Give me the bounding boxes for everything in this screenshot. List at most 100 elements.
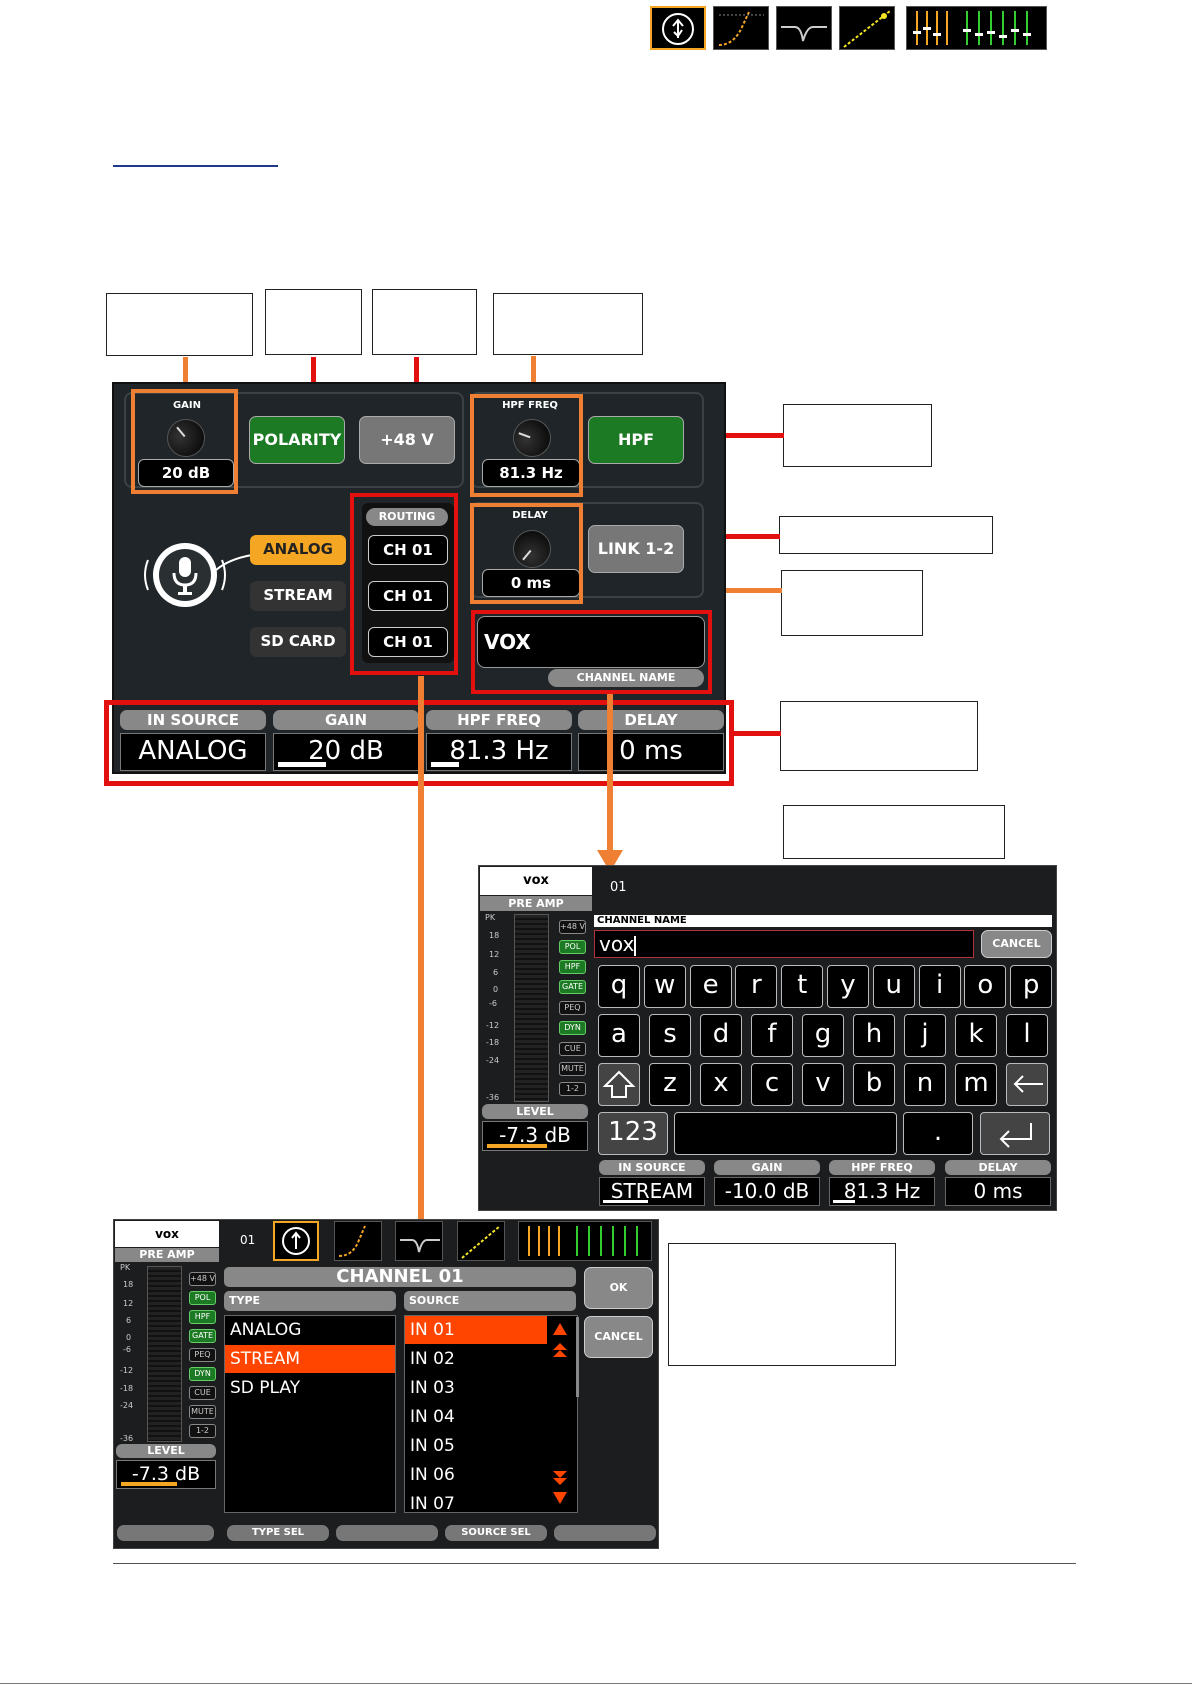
- kb-key-p[interactable]: p: [1010, 965, 1053, 1008]
- kb-bottom-gain[interactable]: GAIN-10.0 dB: [714, 1160, 820, 1206]
- source-analog-button[interactable]: ANALOG: [250, 535, 346, 565]
- callout-gain: [106, 293, 253, 356]
- src-meter-scale-9: -36: [120, 1434, 134, 1443]
- src-input-6[interactable]: IN 06: [410, 1465, 455, 1485]
- kb-key-backspace[interactable]: [1006, 1063, 1048, 1106]
- kb-key-t[interactable]: t: [781, 965, 824, 1008]
- src-chip-pol: POL: [189, 1291, 216, 1305]
- src-tab-eq[interactable]: [395, 1221, 443, 1261]
- src-input-2[interactable]: IN 02: [410, 1349, 455, 1369]
- kb-tab-eq[interactable]: [776, 6, 832, 50]
- kb-cancel-button[interactable]: CANCEL: [981, 930, 1052, 958]
- source-stream-button[interactable]: STREAM: [250, 581, 346, 611]
- route-button-2[interactable]: CH 01: [368, 581, 448, 611]
- src-meter-scale-7: -18: [120, 1384, 134, 1393]
- src-tab-hpf[interactable]: [334, 1221, 382, 1261]
- kb-key-a[interactable]: a: [598, 1014, 640, 1057]
- source-sdcard-button[interactable]: SD CARD: [250, 627, 346, 657]
- src-cancel-button[interactable]: CANCEL: [584, 1316, 653, 1358]
- kb-key-z[interactable]: z: [649, 1063, 691, 1106]
- kb-meter-scale-9: -36: [486, 1093, 500, 1102]
- route-button-1[interactable]: CH 01: [368, 535, 448, 565]
- src-ok-button[interactable]: OK: [584, 1267, 653, 1309]
- src-input-1[interactable]: IN 01: [405, 1316, 547, 1344]
- src-chip-48v: +48 V: [189, 1272, 216, 1286]
- kb-key-o[interactable]: o: [964, 965, 1007, 1008]
- kb-key-r[interactable]: r: [735, 965, 778, 1008]
- kb-key-k[interactable]: k: [955, 1014, 997, 1057]
- kb-key-i[interactable]: i: [918, 965, 961, 1008]
- kb-key-x[interactable]: x: [700, 1063, 742, 1106]
- dynamics-curve-icon: [843, 10, 891, 48]
- kb-key-enter[interactable]: [980, 1112, 1050, 1155]
- kb-key-c[interactable]: c: [751, 1063, 793, 1106]
- page-down-icon[interactable]: [552, 1470, 568, 1486]
- link-button[interactable]: LINK 1-2: [588, 525, 684, 573]
- kb-key-f[interactable]: f: [751, 1014, 793, 1057]
- src-input-7[interactable]: IN 07: [410, 1494, 455, 1512]
- src-tab-usb[interactable]: [273, 1221, 319, 1261]
- page-up-icon[interactable]: [552, 1342, 568, 1358]
- src-channel-num: 01: [240, 1233, 256, 1247]
- channel-name-field[interactable]: VOX: [477, 616, 705, 668]
- gain-label: GAIN: [172, 400, 202, 411]
- kb-key-s[interactable]: s: [649, 1014, 691, 1057]
- kb-meter-scale-8: -24: [486, 1056, 500, 1065]
- kb-key-h[interactable]: h: [853, 1014, 895, 1057]
- src-source-sel-button[interactable]: SOURCE SEL: [445, 1525, 547, 1541]
- polarity-button[interactable]: POLARITY: [249, 416, 345, 464]
- kb-key-y[interactable]: y: [827, 965, 869, 1008]
- src-input-3[interactable]: IN 03: [410, 1378, 455, 1398]
- kb-key-j[interactable]: j: [904, 1014, 946, 1057]
- kb-key-b[interactable]: b: [853, 1063, 895, 1106]
- kb-key-m[interactable]: m: [955, 1063, 997, 1106]
- kb-chip-48v: +48 V: [559, 920, 586, 934]
- src-tab-mix[interactable]: [518, 1221, 652, 1261]
- kb-tab-mix[interactable]: [906, 6, 1047, 50]
- kb-tab-usb[interactable]: [650, 6, 706, 50]
- route-button-3[interactable]: CH 01: [368, 627, 448, 657]
- src-input-4[interactable]: IN 04: [410, 1407, 455, 1427]
- kb-key-shift[interactable]: [598, 1063, 640, 1106]
- kb-key-w[interactable]: w: [643, 965, 686, 1008]
- kb-key-v[interactable]: v: [802, 1063, 844, 1106]
- eq-curve-icon: [781, 26, 827, 42]
- src-scrollbar[interactable]: [576, 1317, 579, 1397]
- kb-key-q[interactable]: q: [598, 965, 640, 1008]
- src-type-stream[interactable]: STREAM: [225, 1345, 395, 1373]
- src-chip-cue: CUE: [189, 1386, 216, 1400]
- kb-key-123[interactable]: 123: [598, 1112, 668, 1155]
- src-type-sel-button[interactable]: TYPE SEL: [227, 1525, 329, 1541]
- scroll-up-icon[interactable]: [552, 1322, 568, 1336]
- src-type-sdplay[interactable]: SD PLAY: [230, 1378, 301, 1398]
- kb-key-g[interactable]: g: [802, 1014, 844, 1057]
- src-type-analog[interactable]: ANALOG: [230, 1320, 302, 1340]
- src-tab-dyn[interactable]: [457, 1221, 505, 1261]
- phantom-power-button[interactable]: +48 V: [359, 416, 455, 464]
- kb-key-l[interactable]: l: [1006, 1014, 1048, 1057]
- kb-tab-hpf[interactable]: [713, 6, 769, 50]
- kb-key-dot[interactable]: .: [903, 1112, 973, 1155]
- src-input-5[interactable]: IN 05: [410, 1436, 455, 1456]
- callout-phantom: [372, 289, 477, 355]
- src-chip-mute: MUTE: [189, 1405, 216, 1419]
- kb-name-input[interactable]: vox: [594, 930, 974, 958]
- faders-icon: [913, 11, 1031, 45]
- kb-key-space[interactable]: [674, 1112, 897, 1155]
- kb-key-u[interactable]: u: [872, 965, 915, 1008]
- kb-key-d[interactable]: d: [700, 1014, 742, 1057]
- kb-key-e[interactable]: e: [689, 965, 732, 1008]
- kb-tab-dyn[interactable]: [839, 6, 895, 50]
- hpf-button[interactable]: HPF: [588, 416, 684, 464]
- scroll-down-icon[interactable]: [552, 1491, 568, 1505]
- shift-arrow-icon: [602, 1070, 636, 1098]
- kb-chip-dyn: DYN: [559, 1021, 586, 1035]
- kb-key-n[interactable]: n: [904, 1063, 946, 1106]
